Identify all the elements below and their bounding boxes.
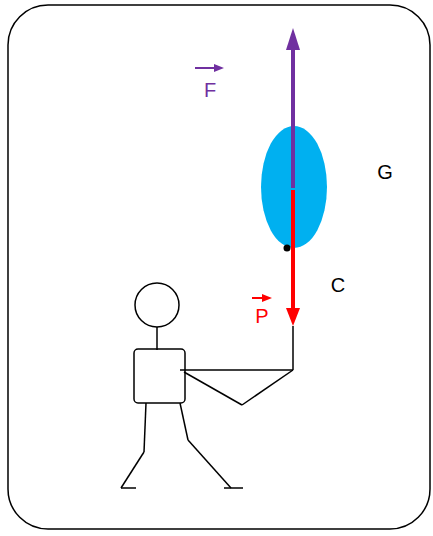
body-label: G bbox=[377, 162, 393, 182]
force-p-arrow bbox=[291, 190, 295, 310]
vector-sign-p bbox=[252, 294, 272, 302]
stick-figure bbox=[121, 283, 293, 488]
point-c bbox=[284, 245, 291, 252]
point-label: C bbox=[331, 275, 345, 295]
force-f-head bbox=[286, 28, 300, 50]
force-f-arrow bbox=[291, 48, 295, 188]
vector-sign-f bbox=[195, 64, 224, 72]
force-label: P bbox=[255, 306, 268, 326]
frame bbox=[8, 5, 430, 529]
force-p-head bbox=[286, 308, 300, 326]
force-label: F bbox=[204, 80, 216, 100]
